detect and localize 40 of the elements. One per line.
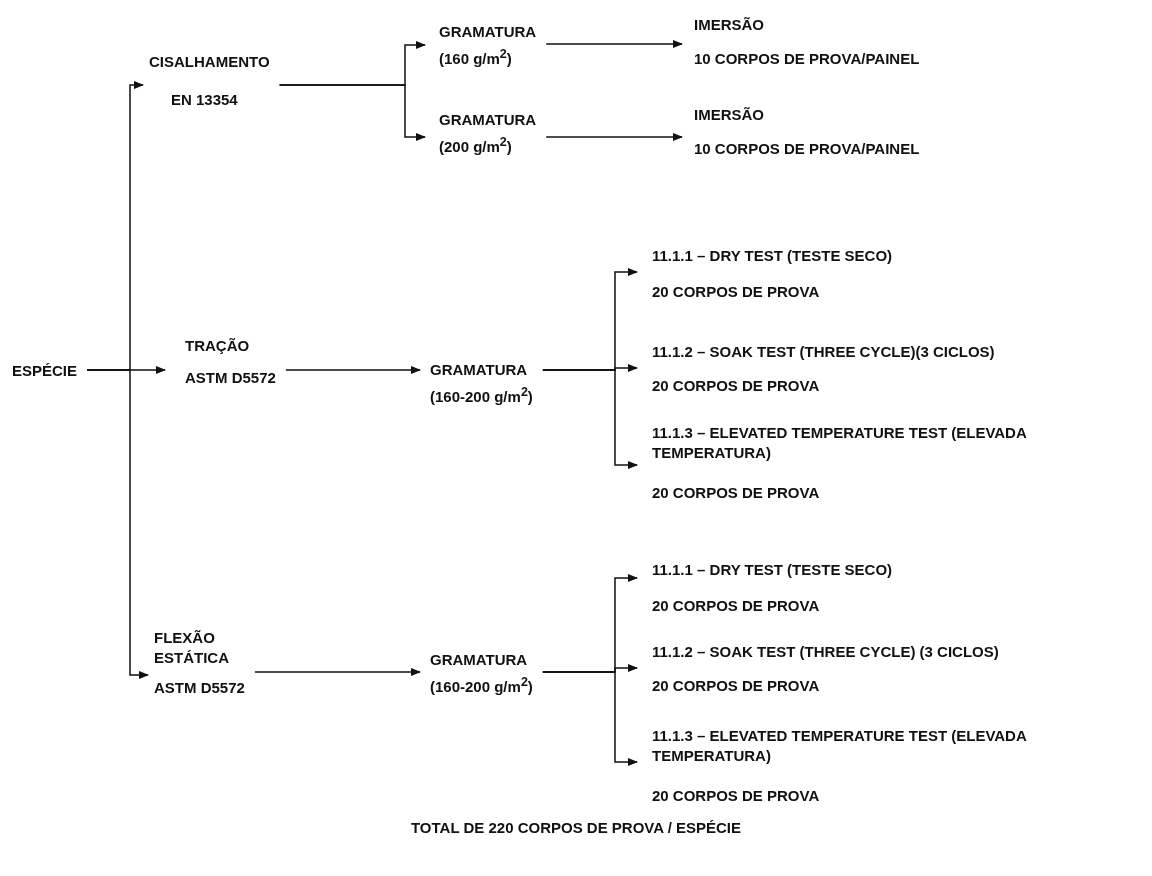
- node-text: 20 CORPOS DE PROVA: [652, 282, 821, 302]
- node-text: GRAMATURA: [439, 22, 538, 42]
- node-text: 11.1.3 – ELEVATED TEMPERATURE TEST (ELEVADA TEMPERATURA): [652, 726, 1028, 766]
- node-text: 10 CORPOS DE PROVA/PAINEL: [694, 139, 921, 159]
- node-text: 11.1.1 – DRY TEST (TESTE SECO): [652, 560, 894, 580]
- node-text: CISALHAMENTO: [149, 52, 271, 72]
- node-text: GRAMATURA: [430, 650, 529, 670]
- node-text: (160-200 g/m$^{2}$): [430, 384, 534, 407]
- node-text: EN 13354: [171, 90, 239, 110]
- node-text: 20 CORPOS DE PROVA: [652, 483, 821, 503]
- node-text: 10 CORPOS DE PROVA/PAINEL: [694, 49, 921, 69]
- node-text: 20 CORPOS DE PROVA: [652, 676, 821, 696]
- arrow: [285, 366, 421, 374]
- caption: TOTAL DE 220 CORPOS DE PROVA / ESPÉCIE: [410, 818, 742, 838]
- node-text: (160 g/m$^{2}$): [439, 46, 513, 69]
- node-text: 20 CORPOS DE PROVA: [652, 596, 821, 616]
- arrow: [278, 84, 426, 141]
- node-text: (160-200 g/m$^{2}$): [430, 674, 534, 697]
- arrow: [545, 40, 683, 48]
- arrow: [254, 668, 421, 676]
- node-text: 11.1.1 – DRY TEST (TESTE SECO): [652, 246, 894, 266]
- node-text: ASTM D5572: [185, 368, 277, 388]
- node-text: GRAMATURA: [430, 360, 529, 380]
- node-text: GRAMATURA: [439, 110, 538, 130]
- arrow: [86, 369, 149, 679]
- node-text: TRAÇÃO: [185, 336, 251, 356]
- node-text: 11.1.3 – ELEVATED TEMPERATURE TEST (ELEVADA TEMPERATURA): [652, 423, 1028, 463]
- node-text: FLEXÃO ESTÁTICA: [154, 628, 230, 668]
- node-text: 11.1.2 – SOAK TEST (THREE CYCLE)(3 CICLOS): [652, 342, 996, 362]
- arrow: [542, 671, 638, 766]
- node-text: IMERSÃO: [694, 105, 765, 125]
- arrow: [545, 133, 683, 141]
- node-text: ESPÉCIE: [12, 361, 79, 381]
- node-text: IMERSÃO: [694, 15, 765, 35]
- node-text: 11.1.2 – SOAK TEST (THREE CYCLE) (3 CICLOS): [652, 642, 1000, 662]
- arrow: [542, 369, 638, 469]
- node-text: 20 CORPOS DE PROVA: [652, 786, 821, 806]
- node-text: 20 CORPOS DE PROVA: [652, 376, 821, 396]
- node-text: ASTM D5572: [154, 678, 246, 698]
- node-text: (200 g/m$^{2}$): [439, 134, 513, 157]
